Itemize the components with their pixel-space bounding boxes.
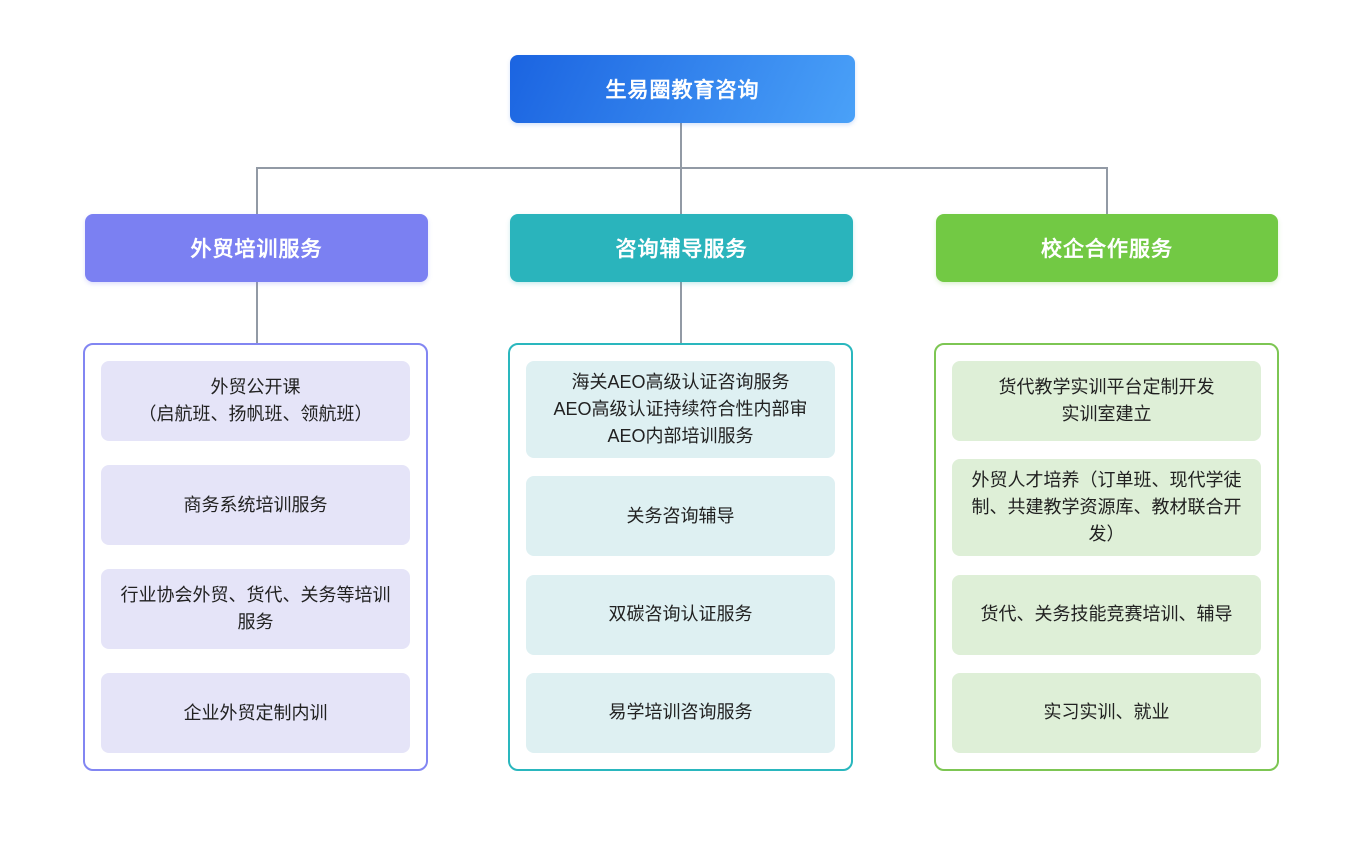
connector-drop-branch-1 [256, 167, 258, 215]
connector-drop-branch-3 [1106, 167, 1108, 215]
branch-item: 实习实训、就业 [952, 672, 1261, 753]
branch-item-label: 易学培训咨询服务 [608, 702, 753, 723]
branch-item: 外贸公开课 （启航班、扬帆班、领航班） [101, 361, 410, 441]
connector-horizontal [256, 167, 1107, 169]
branch-item: 双碳咨询认证服务 [526, 574, 835, 655]
branch-item-label: 货代、关务技能竞赛培训、辅导 [980, 604, 1233, 625]
branch-item: 易学培训咨询服务 [526, 672, 835, 753]
branch-group-school-enterprise-cooperation: 货代教学实训平台定制开发 实训室建立 外贸人才培养（订单班、现代学徒制、共建教学… [934, 343, 1279, 771]
branch-group-foreign-trade-training: 外贸公开课 （启航班、扬帆班、领航班） 商务系统培训服务 行业协会外贸、货代、关… [83, 343, 428, 771]
root-node: 生易圈教育咨询 [510, 55, 855, 123]
branch-item-label: 外贸人才培养（订单班、现代学徒制、共建教学资源库、教材联合开发） [971, 470, 1242, 545]
branch-item: 货代教学实训平台定制开发 实训室建立 [952, 361, 1261, 441]
branch-item: 货代、关务技能竞赛培训、辅导 [952, 574, 1261, 655]
branch-item: 关务咨询辅导 [526, 476, 835, 557]
branch-item: 外贸人才培养（订单班、现代学徒制、共建教学资源库、教材联合开发） [952, 459, 1261, 557]
branch-item-label: 货代教学实训平台定制开发 实训室建立 [998, 377, 1215, 424]
branch-item: 海关AEO高级认证咨询服务 AEO高级认证持续符合性内部审 AEO内部培训服务 [526, 361, 835, 458]
branch-item-label: 行业协会外贸、货代、关务等培训服务 [120, 585, 391, 632]
branch-item-label: 外贸公开课 （启航班、扬帆班、领航班） [138, 377, 373, 424]
branch-header-school-enterprise-cooperation: 校企合作服务 [936, 214, 1278, 282]
branch-item-label: 实习实训、就业 [1043, 702, 1170, 723]
connector-drop-branch-2 [680, 167, 682, 215]
connector-root-down [680, 123, 682, 168]
branch-header-foreign-trade-training: 外贸培训服务 [85, 214, 428, 282]
connector-branch-2-to-group [680, 282, 682, 343]
branch-header-consulting-coaching: 咨询辅导服务 [510, 214, 853, 282]
branch-header-label: 咨询辅导服务 [615, 238, 748, 261]
branch-item-label: 商务系统培训服务 [183, 494, 328, 515]
branch-group-consulting-coaching: 海关AEO高级认证咨询服务 AEO高级认证持续符合性内部审 AEO内部培训服务 … [508, 343, 853, 771]
branch-header-label: 校企合作服务 [1041, 238, 1173, 261]
branch-item-label: 企业外贸定制内训 [183, 702, 328, 723]
connector-branch-1-to-group [256, 282, 258, 343]
branch-item: 商务系统培训服务 [101, 465, 410, 545]
branch-item: 企业外贸定制内训 [101, 673, 410, 753]
branch-item-label: 海关AEO高级认证咨询服务 AEO高级认证持续符合性内部审 AEO内部培训服务 [553, 372, 808, 446]
branch-item-label: 关务咨询辅导 [626, 505, 735, 526]
branch-item-label: 双碳咨询认证服务 [608, 604, 753, 625]
branch-header-label: 外贸培训服务 [190, 238, 323, 261]
branch-item: 行业协会外贸、货代、关务等培训服务 [101, 569, 410, 649]
root-node-label: 生易圈教育咨询 [605, 79, 760, 102]
